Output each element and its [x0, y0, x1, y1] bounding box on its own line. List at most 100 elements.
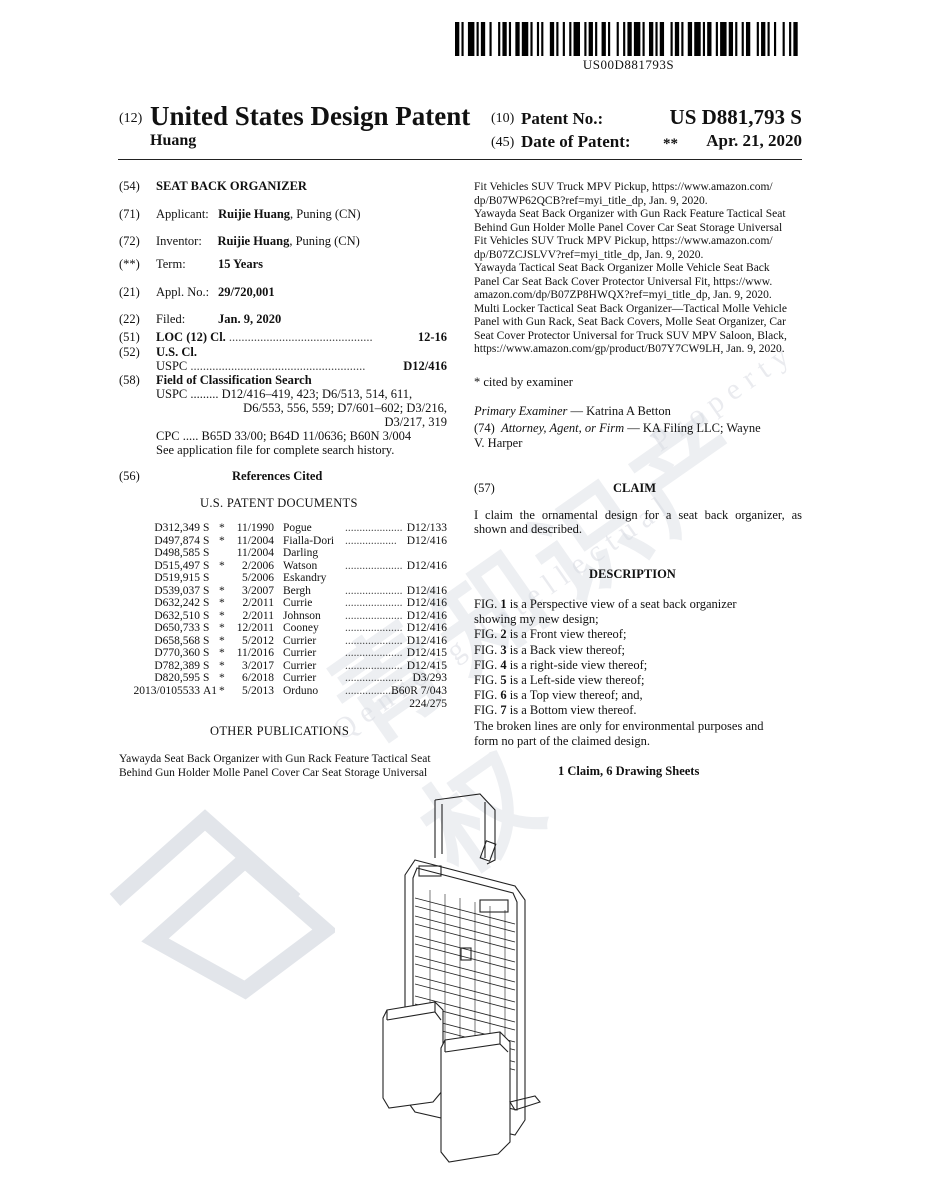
ref-class: D12/416: [406, 584, 447, 597]
barcode-bar: [659, 22, 665, 56]
ref-class: D12/416: [406, 634, 447, 647]
ref-number: D770,360: [154, 647, 200, 659]
other-pub-line: dp/B07WP62QCB?ref=myi_title_dp, Jan. 9, …: [474, 194, 708, 207]
ref-leader: .........................: [345, 622, 402, 634]
ref-kind: S: [203, 647, 210, 659]
ref-kind: S: [203, 672, 210, 684]
code-57: (57): [474, 481, 495, 495]
barcode-bar: [588, 22, 593, 56]
barcode-bar: [687, 22, 693, 56]
ref-star: *: [219, 622, 225, 634]
other-pub-line: Yawayda Tactical Seat Back Organizer Mol…: [474, 262, 770, 274]
barcode-bar: [633, 22, 641, 56]
code-term: (**): [119, 257, 140, 271]
claim-text-1: I claim the ornamental design for a seat…: [474, 508, 802, 522]
watermark-logo: [109, 809, 335, 1000]
ref-leader: ............................: [345, 584, 402, 597]
ref-class: D12/415: [406, 659, 447, 672]
ref-inventor: Fialla-Dori: [283, 534, 335, 547]
code-51: (51): [119, 330, 140, 344]
barcode-bar: [521, 22, 529, 56]
code-58: (58): [119, 373, 140, 387]
date-of-patent: Apr. 21, 2020: [706, 131, 802, 150]
kind-code-12: (12): [119, 111, 143, 126]
ref-inventor: Currier: [283, 634, 317, 647]
ref-inventor: Watson: [283, 559, 318, 572]
ref-date: 11/2016: [236, 647, 274, 659]
ref-date: 5/2012: [242, 634, 274, 647]
ref-number: D515,497: [154, 559, 200, 572]
ref-date: 2/2011: [242, 597, 274, 609]
barcode-bar: [595, 22, 598, 56]
barcode-bar: [745, 22, 751, 56]
figure-description-line: FIG. 1 is a Perspective view of a seat b…: [474, 597, 737, 611]
figure-description-line: showing my new design;: [474, 612, 599, 627]
ref-class: B60R 7/043: [391, 684, 447, 697]
ref-kind: S: [203, 547, 210, 559]
barcode-bar: [502, 22, 507, 56]
other-pub-line: Yawayda Seat Back Organizer with Gun Rac…: [474, 208, 786, 220]
barcode-bar: [515, 22, 520, 56]
ref-number: D498,585: [154, 547, 200, 559]
barcode-bar: [467, 22, 475, 56]
code-54: (54): [119, 179, 140, 193]
barcode-bar: [623, 22, 626, 56]
ref-date: 5/2013: [242, 684, 274, 697]
ref-inventor: Cooney: [283, 622, 319, 634]
barcode-bar: [455, 22, 460, 56]
ref-number: 2013/0105533: [133, 684, 200, 697]
barcode-bar: [670, 22, 673, 56]
us-patent-docs-heading: U.S. PATENT DOCUMENTS: [200, 496, 358, 510]
ref-date: 11/2004: [236, 534, 274, 547]
barcode-bar: [573, 22, 581, 56]
barcode-bar: [508, 22, 512, 56]
patent-no-code: (10): [491, 111, 515, 126]
code-21: (21): [119, 285, 140, 299]
ref-leader: ..........................: [345, 559, 402, 572]
barcode-bar: [694, 22, 701, 56]
other-pub-line: Multi Locker Tactical Seat Back Organize…: [474, 302, 787, 315]
code-72: (72): [119, 234, 140, 248]
other-pub-line: Panel with Gun Rack, Seat Back Covers, M…: [474, 316, 786, 328]
date-of-patent-label: Date of Patent:: [521, 132, 631, 151]
barcode-bar: [767, 22, 770, 56]
barcode-bar: [648, 22, 654, 56]
ref-star: *: [219, 559, 225, 572]
ref-class: D12/416: [406, 609, 447, 622]
barcode-bar: [782, 22, 785, 56]
ref-leader: ...........................: [345, 522, 402, 534]
ref-kind: S: [203, 559, 210, 572]
ref-kind: S: [203, 622, 210, 634]
ref-kind: S: [203, 597, 210, 609]
ref-number: D632,242: [154, 597, 200, 609]
other-pub-line: Fit Vehicles SUV Truck MPV Pickup, https…: [474, 235, 773, 247]
main-panel: [404, 859, 526, 1136]
ref-inventor: Bergh: [283, 584, 311, 597]
ref-class: D12/133: [406, 522, 447, 534]
ref-kind: S: [203, 584, 210, 597]
ref-kind: S: [203, 609, 210, 622]
uspc-line: USPC ...................................…: [156, 359, 447, 373]
barcode-bar: [793, 22, 798, 56]
patent-type-title: United States Design Patent: [150, 101, 471, 131]
ref-number: D519,915: [154, 572, 200, 584]
ref-number: D820,595: [154, 672, 200, 684]
field-search-label: Field of Classification Search: [156, 373, 312, 387]
figure-description-line: FIG. 4 is a right-side view thereof;: [474, 657, 648, 672]
ref-inventor: Johnson: [283, 609, 321, 622]
ref-inventor: Pogue: [283, 522, 312, 534]
filed-value: Jan. 9, 2020: [218, 312, 282, 326]
ref-kind: S: [203, 634, 210, 647]
ref-date: 6/2018: [242, 672, 274, 684]
ref-star: *: [219, 659, 225, 672]
ref-inventor: Currier: [283, 647, 317, 659]
ref-star: *: [219, 647, 225, 659]
term-value: 15 Years: [218, 257, 264, 271]
ref-kind: A1: [203, 684, 218, 697]
